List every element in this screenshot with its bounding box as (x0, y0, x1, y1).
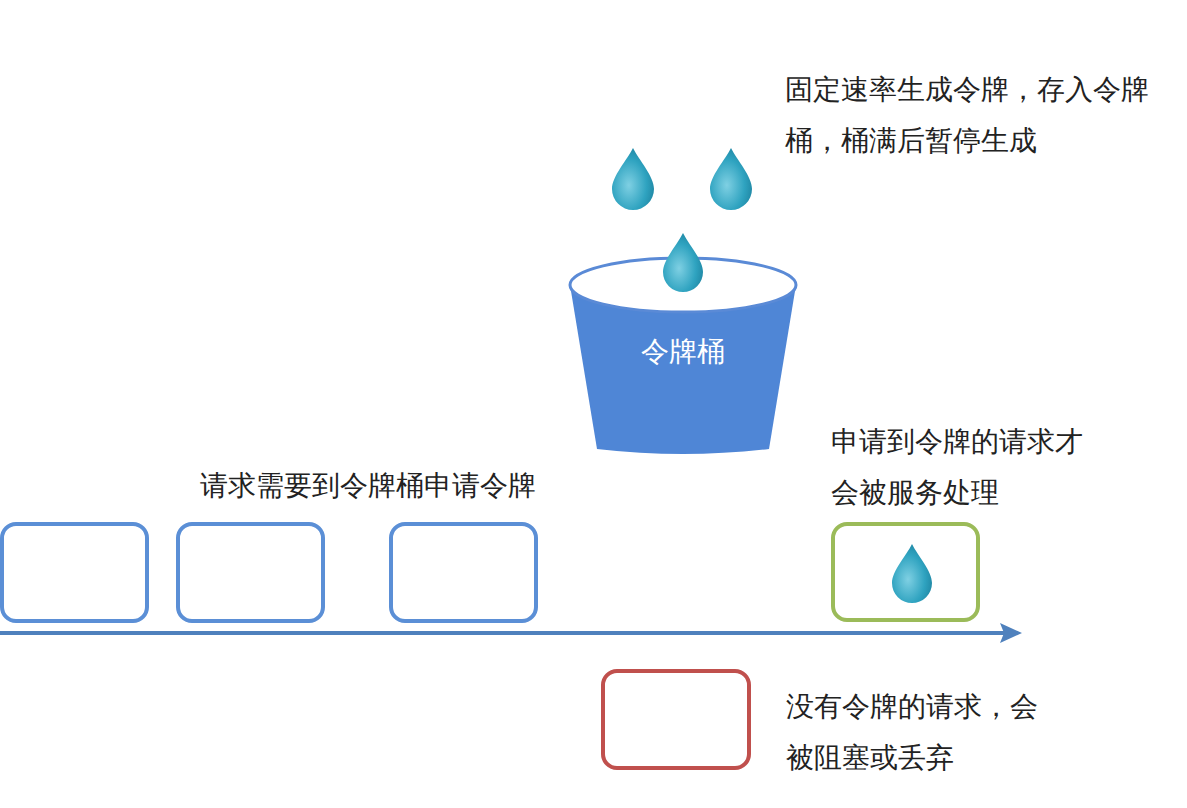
annotation-text: 没有令牌的请求，会被阻塞或丢弃 (786, 681, 1054, 783)
request-box (178, 524, 323, 621)
rejected-request-box (603, 671, 749, 768)
token-bucket: 令牌桶 (568, 230, 798, 460)
token-drop (612, 148, 654, 210)
annotation-text: 固定速率生成令牌，存入令牌桶，桶满后暂停生成 (785, 64, 1167, 166)
annotation-text: 请求需要到令牌桶申请令牌 (200, 460, 536, 511)
timeline-arrowhead (1000, 623, 1022, 643)
token-drop (892, 544, 932, 603)
bucket-label: 令牌桶 (568, 334, 798, 370)
request-box (391, 524, 536, 621)
token-drop (710, 148, 752, 210)
token-drop (663, 233, 703, 292)
served-request-box (833, 524, 978, 620)
request-box (2, 524, 147, 621)
timeline-line (0, 631, 1004, 635)
annotation-text: 申请到令牌的请求才会被服务处理 (831, 416, 1099, 518)
